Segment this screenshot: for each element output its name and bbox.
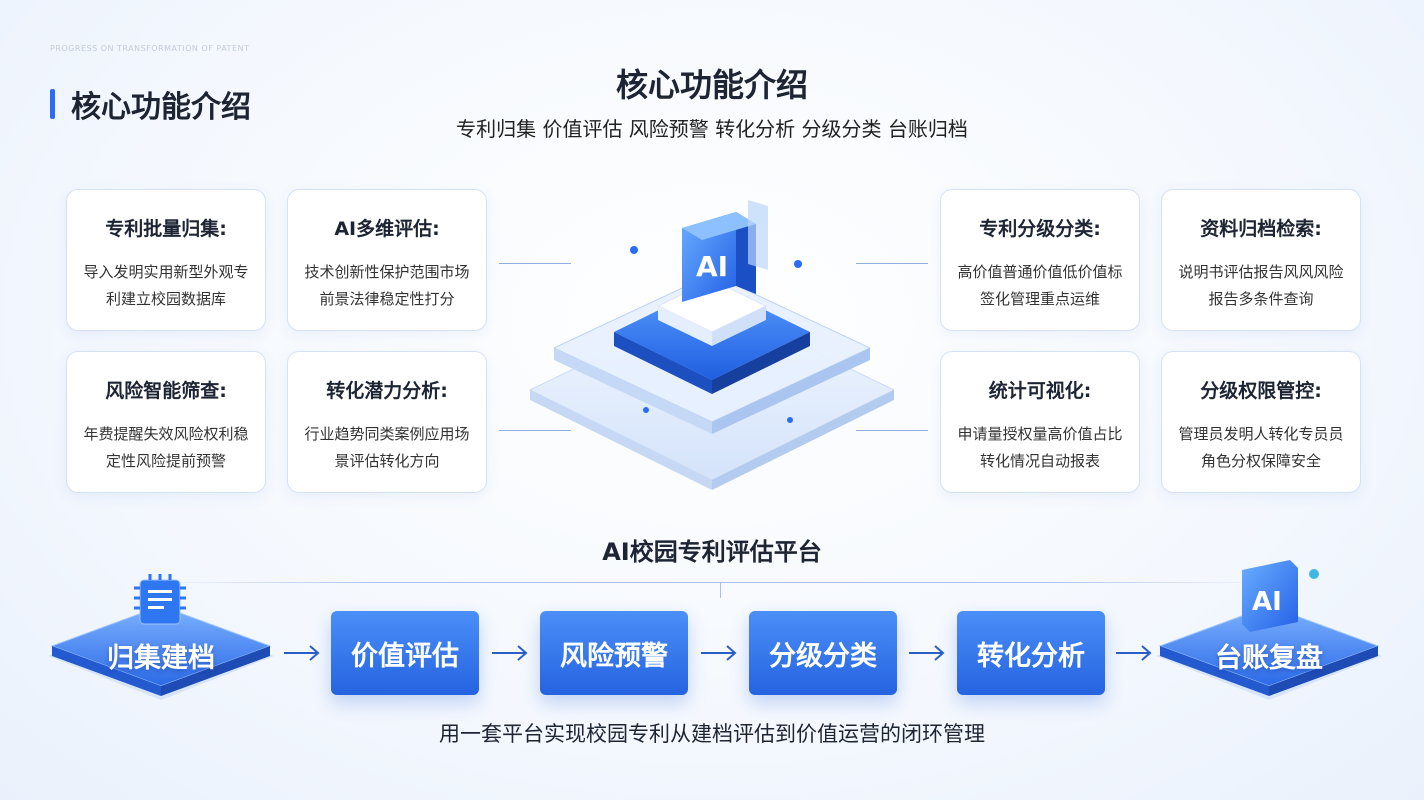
card-desc: 年费提醒失效风险权利稳定性风险提前预警 <box>83 425 249 470</box>
card-desc: 说明书评估报告风风风险报告多条件查询 <box>1178 263 1344 308</box>
ai-chip-label: AI <box>696 250 728 283</box>
start-node-illustration <box>48 574 274 700</box>
divider-tick <box>720 582 721 598</box>
divider-line <box>160 582 1264 583</box>
feature-card-transfer-potential: 转化潜力分析: 行业趋势同类案例应用场景评估转化方向 <box>287 351 487 493</box>
footer-summary: 用一套平台实现校园专利从建档评估到价值运营的闭环管理 <box>439 722 985 746</box>
feature-card-grading: 专利分级分类: 高价值普通价值低价值标签化管理重点运维 <box>940 189 1140 331</box>
connector-line <box>856 430 928 431</box>
feature-card-archive-search: 资料归档检索: 说明书评估报告风风风险报告多条件查询 <box>1161 189 1361 331</box>
step-risk-warning: 风险预警 <box>540 611 688 695</box>
arrow-right-icon <box>701 645 737 661</box>
page-title: 核心功能介绍 <box>615 66 808 104</box>
card-title: 分级权限管控: <box>1200 380 1322 402</box>
accent-bar <box>50 89 55 119</box>
document-chip-icon <box>139 579 181 625</box>
end-node-illustration: AI <box>1156 560 1382 700</box>
card-title: 专利分级分类: <box>979 218 1101 240</box>
feature-card-statistics: 统计可视化: 申请量授权量高价值占比转化情况自动报表 <box>940 351 1140 493</box>
card-title: 统计可视化: <box>988 380 1092 402</box>
card-desc: 管理员发明人转化专员员角色分权保障安全 <box>1178 425 1344 470</box>
arrow-right-icon <box>1116 645 1152 661</box>
end-ai-label: AI <box>1252 587 1282 617</box>
card-title: AI多维评估: <box>334 218 440 240</box>
ai-platform-illustration: AI <box>528 200 896 490</box>
card-desc: 技术创新性保护范围市场前景法律稳定性打分 <box>304 263 470 308</box>
feature-card-permissions: 分级权限管控: 管理员发明人转化专员员角色分权保障安全 <box>1161 351 1361 493</box>
card-desc: 导入发明实用新型外观专利建立校园数据库 <box>83 263 249 308</box>
card-title: 转化潜力分析: <box>326 380 448 402</box>
start-step-label: 归集建档 <box>107 643 215 674</box>
page-subtitle: 专利归集 价值评估 风险预警 转化分析 分级分类 台账归档 <box>456 117 968 141</box>
arrow-right-icon <box>492 645 528 661</box>
card-title: 专利批量归集: <box>105 218 227 240</box>
section-title: 核心功能介绍 <box>50 84 251 125</box>
card-desc: 申请量授权量高价值占比转化情况自动报表 <box>957 425 1123 470</box>
step-value-eval: 价值评估 <box>331 611 479 695</box>
connector-line <box>499 430 571 431</box>
arrow-right-icon <box>284 645 320 661</box>
feature-card-ai-eval: AI多维评估: 技术创新性保护范围市场前景法律稳定性打分 <box>287 189 487 331</box>
section-title-text: 核心功能介绍 <box>71 90 251 125</box>
card-title: 风险智能筛查: <box>105 380 227 402</box>
card-title: 资料归档检索: <box>1200 218 1322 240</box>
connector-line <box>499 263 571 264</box>
connector-line <box>856 263 928 264</box>
step-grading: 分级分类 <box>749 611 897 695</box>
feature-card-risk-screen: 风险智能筛查: 年费提醒失效风险权利稳定性风险提前预警 <box>66 351 266 493</box>
end-step-label: 台账复盘 <box>1215 643 1323 674</box>
card-desc: 高价值普通价值低价值标签化管理重点运维 <box>957 263 1123 308</box>
card-desc: 行业趋势同类案例应用场景评估转化方向 <box>304 425 470 470</box>
faint-header-text: PROGRESS ON TRANSFORMATION OF PATENT <box>50 44 250 53</box>
step-transfer-analysis: 转化分析 <box>957 611 1105 695</box>
feature-card-batch-collect: 专利批量归集: 导入发明实用新型外观专利建立校园数据库 <box>66 189 266 331</box>
platform-title: AI校园专利评估平台 <box>602 538 822 566</box>
ai-cube-icon <box>1242 560 1298 632</box>
arrow-right-icon <box>909 645 945 661</box>
